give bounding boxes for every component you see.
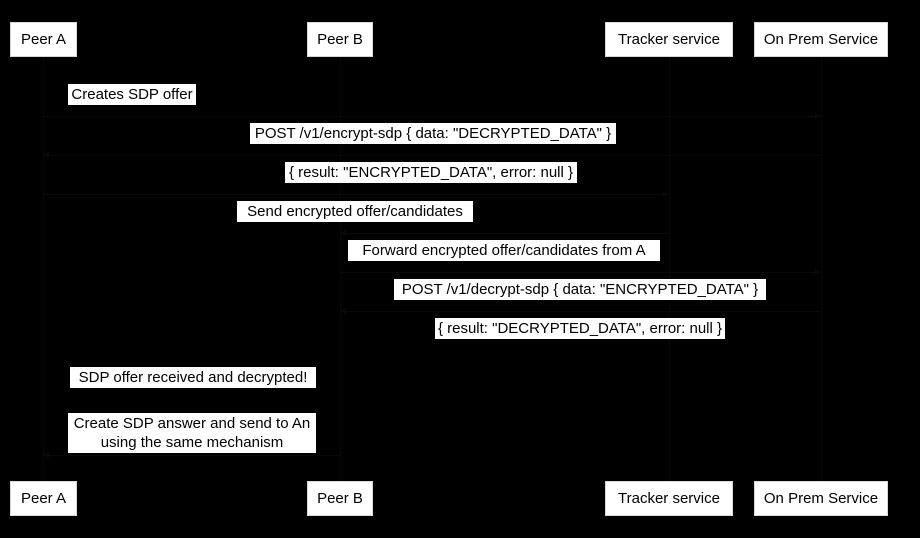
message-text: Creates SDP offer: [71, 86, 193, 103]
participant-peer-b-bottom[interactable]: Peer B: [307, 481, 373, 516]
message-text: SDP offer received and decrypted!: [78, 369, 308, 386]
lifeline-peer-a: [43, 57, 44, 481]
participant-label: Peer A: [20, 490, 67, 507]
message-text-line-2: using the same mechanism: [100, 434, 284, 451]
arrow-msg-4: [43, 191, 669, 197]
participant-tracker-bottom[interactable]: Tracker service: [605, 481, 733, 516]
message-text: Forward encrypted offer/candidates from …: [362, 242, 646, 259]
lifeline-tracker: [669, 57, 670, 481]
participant-on-prem-bottom[interactable]: On Prem Service: [754, 481, 888, 516]
message-text: POST /v1/encrypt-sdp { data: "DECRYPTED_…: [254, 125, 612, 142]
message-label-creates-sdp-offer: Creates SDP offer: [68, 84, 196, 105]
message-label-result-encrypted-data: { result: "ENCRYPTED_DATA", error: null …: [285, 162, 577, 183]
participant-label: On Prem Service: [763, 31, 879, 48]
arrow-msg-6: [340, 269, 821, 275]
message-text: { result: "ENCRYPTED_DATA", error: null …: [288, 164, 574, 181]
message-text: { result: "DECRYPTED_DATA", error: null …: [437, 320, 723, 337]
lifeline-peer-b: [340, 57, 341, 481]
arrow-msg-3: [43, 152, 821, 158]
arrow-msg-9: [43, 452, 340, 458]
arrow-msg-2: [43, 113, 821, 119]
message-label-sdp-offer-received: SDP offer received and decrypted!: [70, 367, 316, 388]
message-label-send-encrypted-offer: Send encrypted offer/candidates: [237, 201, 473, 222]
lifeline-on-prem: [821, 57, 822, 481]
message-label-post-decrypt-sdp: POST /v1/decrypt-sdp { data: "ENCRYPTED_…: [394, 279, 766, 300]
participant-label: Peer B: [317, 31, 363, 48]
arrow-msg-5: [340, 230, 669, 236]
participant-peer-a-bottom[interactable]: Peer A: [10, 481, 77, 516]
participant-on-prem-top[interactable]: On Prem Service: [754, 22, 888, 57]
participant-label: Tracker service: [618, 490, 720, 507]
participant-peer-a-top[interactable]: Peer A: [10, 22, 77, 57]
message-label-result-decrypted-data: { result: "DECRYPTED_DATA", error: null …: [435, 318, 725, 339]
message-text-line-1: Create SDP answer and send to An: [73, 415, 311, 432]
message-label-forward-encrypted-offer: Forward encrypted offer/candidates from …: [348, 240, 660, 261]
participant-label: Peer B: [317, 490, 363, 507]
arrow-msg-7: [340, 308, 821, 314]
message-text: Send encrypted offer/candidates: [247, 203, 463, 220]
participant-label: Peer A: [20, 31, 67, 48]
message-text: POST /v1/decrypt-sdp { data: "ENCRYPTED_…: [401, 281, 759, 298]
participant-label: Tracker service: [618, 31, 720, 48]
message-label-post-encrypt-sdp: POST /v1/encrypt-sdp { data: "DECRYPTED_…: [250, 123, 616, 144]
message-label-create-sdp-answer: Create SDP answer and send to An using t…: [68, 413, 316, 453]
participant-tracker-top[interactable]: Tracker service: [605, 22, 733, 57]
participant-label: On Prem Service: [763, 490, 879, 507]
participant-peer-b-top[interactable]: Peer B: [307, 22, 373, 57]
